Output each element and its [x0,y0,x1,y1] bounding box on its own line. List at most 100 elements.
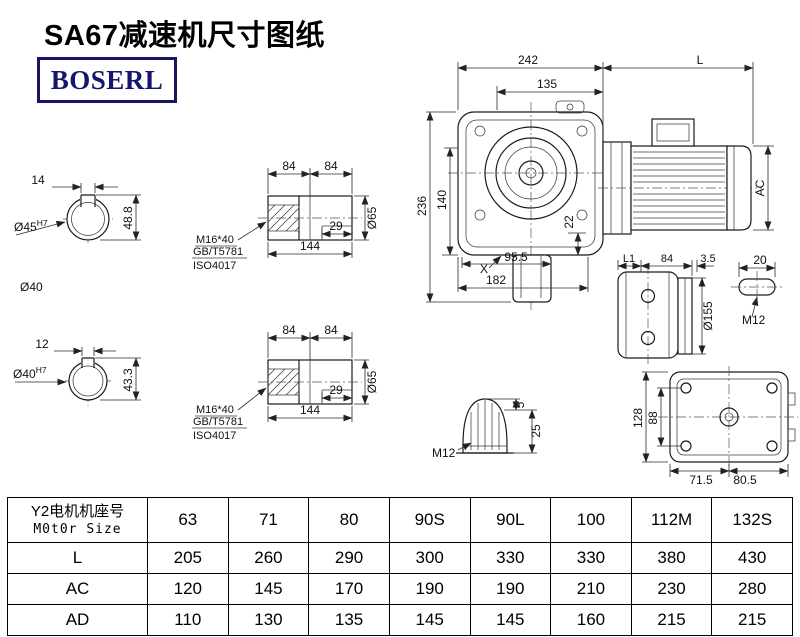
note-bolt-2: M16*40 [196,404,234,416]
table-cell: 190 [469,573,552,605]
table-row-AD: AD 110 130 135 145 145 160 215 215 [7,604,793,636]
table-cell: 145 [388,604,471,636]
page-title: SA67减速机尺寸图纸 [44,20,326,52]
dim-height-2: 43.3 [121,368,135,392]
motor-size-header-cell: Y2电机机座号 M0t0r Size [7,497,148,543]
bore-tolerance-1: H7 [37,218,48,228]
table-cell: 110 [147,604,229,636]
shaft-end-view-1: 14 Ø45H7 48.8 Ø40 [14,173,141,294]
base-view: 128 88 71.5 80.5 [631,366,798,487]
dim-128: 128 [631,408,645,428]
size-header-cell: 132S [711,497,793,543]
table-cell: 260 [227,542,310,574]
shaft-end-view-2: 12 Ø40H7 43.3 [13,337,141,406]
note-standard-2: GB/T5781 [193,416,243,428]
size-header-cell: 112M [630,497,713,543]
dim-25: 25 [529,424,543,438]
dim-84-side: 84 [661,253,673,265]
dim-keyway-width-1: 14 [31,173,45,187]
dim-144-1: 144 [300,239,320,253]
dim-182: 182 [486,273,506,287]
dim-29-2: 29 [329,383,343,397]
dim-dia65-2: Ø65 [365,370,379,393]
dim-AC: AC [753,179,767,196]
note-bolt-1: M16*40 [196,234,234,246]
dim-L: L [697,53,704,67]
table-cell: 145 [227,573,310,605]
dim-95-5: 95.5 [504,250,528,264]
dim-84b-1: 84 [324,159,338,173]
size-header-cell: 71 [227,497,310,543]
dim-20: 20 [753,253,767,267]
dim-242: 242 [518,53,538,67]
motor-size-label-en: M0t0r Size [33,521,122,537]
label-x: X [480,262,488,276]
thread-label-plug: M12 [432,446,456,460]
main-front-view: 242 L 135 236 140 22 95.5 182 X AC [415,53,774,310]
table-cell: 160 [550,604,632,636]
dim-71-5: 71.5 [689,473,713,487]
dim-144-2: 144 [300,403,320,417]
size-header-cell: 80 [308,497,390,543]
brand-logo: BOSERL [37,57,177,103]
table-row-L: L 205 260 290 300 330 330 380 430 [7,542,793,574]
table-cell: 430 [711,542,793,574]
size-header-cell: 63 [147,497,229,543]
shaft-detail-view-2: 84 84 29 144 Ø65 M16*40 GB/T5781 ISO4017 [192,323,379,442]
dim-140: 140 [435,190,449,210]
motor-dimension-table: Y2电机机座号 M0t0r Size 63 71 80 90S 90L 100 … [7,497,793,636]
dim-84a-1: 84 [282,159,296,173]
dim-5: 5 [513,401,527,408]
table-cell: 380 [630,542,713,574]
dim-84a-2: 84 [282,323,296,337]
row-label-AD: AD [7,604,148,636]
table-cell: 280 [711,573,793,605]
motor-size-label-cn: Y2电机机座号 [30,502,125,520]
table-cell: 210 [550,573,632,605]
table-cell: 330 [469,542,552,574]
size-header-cell: 100 [550,497,632,543]
thread-label-slot: M12 [742,313,766,327]
table-header-row: Y2电机机座号 M0t0r Size 63 71 80 90S 90L 100 … [7,497,793,543]
table-cell: 215 [630,604,713,636]
dim-keyway-width-2: 12 [35,337,49,351]
plug-view: 5 25 M12 [432,398,543,460]
table-cell: 205 [147,542,229,574]
shaft-diameter-label: Ø40 [20,280,43,294]
table-cell: 190 [388,573,471,605]
dim-22: 22 [562,215,576,229]
table-cell: 290 [308,542,390,574]
bore-label-2: Ø40H7 [13,365,47,381]
dim-80-5: 80.5 [733,473,757,487]
side-view: L1 84 3.5 Ø155 20 M12 [617,253,783,366]
table-row-AC: AC 120 145 170 190 190 210 230 280 [7,573,793,605]
brand-logo-text: BOSERL [50,64,164,95]
dim-3-5: 3.5 [700,253,715,265]
dim-L1: L1 [623,253,635,265]
bore-tolerance-2: H7 [36,365,47,375]
table-cell: 215 [711,604,793,636]
bore-label-1: Ø45H7 [14,218,48,234]
table-cell: 300 [388,542,471,574]
dim-height-1: 48.8 [121,206,135,230]
note-iso-2: ISO4017 [193,430,236,442]
size-header-cell: 90L [469,497,552,543]
row-label-AC: AC [7,573,148,605]
table-cell: 145 [469,604,552,636]
table-cell: 330 [550,542,632,574]
dim-dia155: Ø155 [701,301,715,331]
dim-29-1: 29 [329,219,343,233]
table-cell: 120 [147,573,229,605]
bore-value-2: Ø40 [13,367,36,381]
dim-88: 88 [646,411,660,425]
table-cell: 135 [308,604,390,636]
technical-drawing: 14 Ø45H7 48.8 Ø40 12 Ø40H7 43.3 [13,53,798,487]
dim-dia65-1: Ø65 [365,206,379,229]
table-cell: 130 [227,604,310,636]
table-cell: 230 [630,573,713,605]
table-cell: 170 [308,573,390,605]
note-standard-1: GB/T5781 [193,246,243,258]
dim-135: 135 [537,77,557,91]
row-label-L: L [7,542,148,574]
note-iso-1: ISO4017 [193,260,236,272]
